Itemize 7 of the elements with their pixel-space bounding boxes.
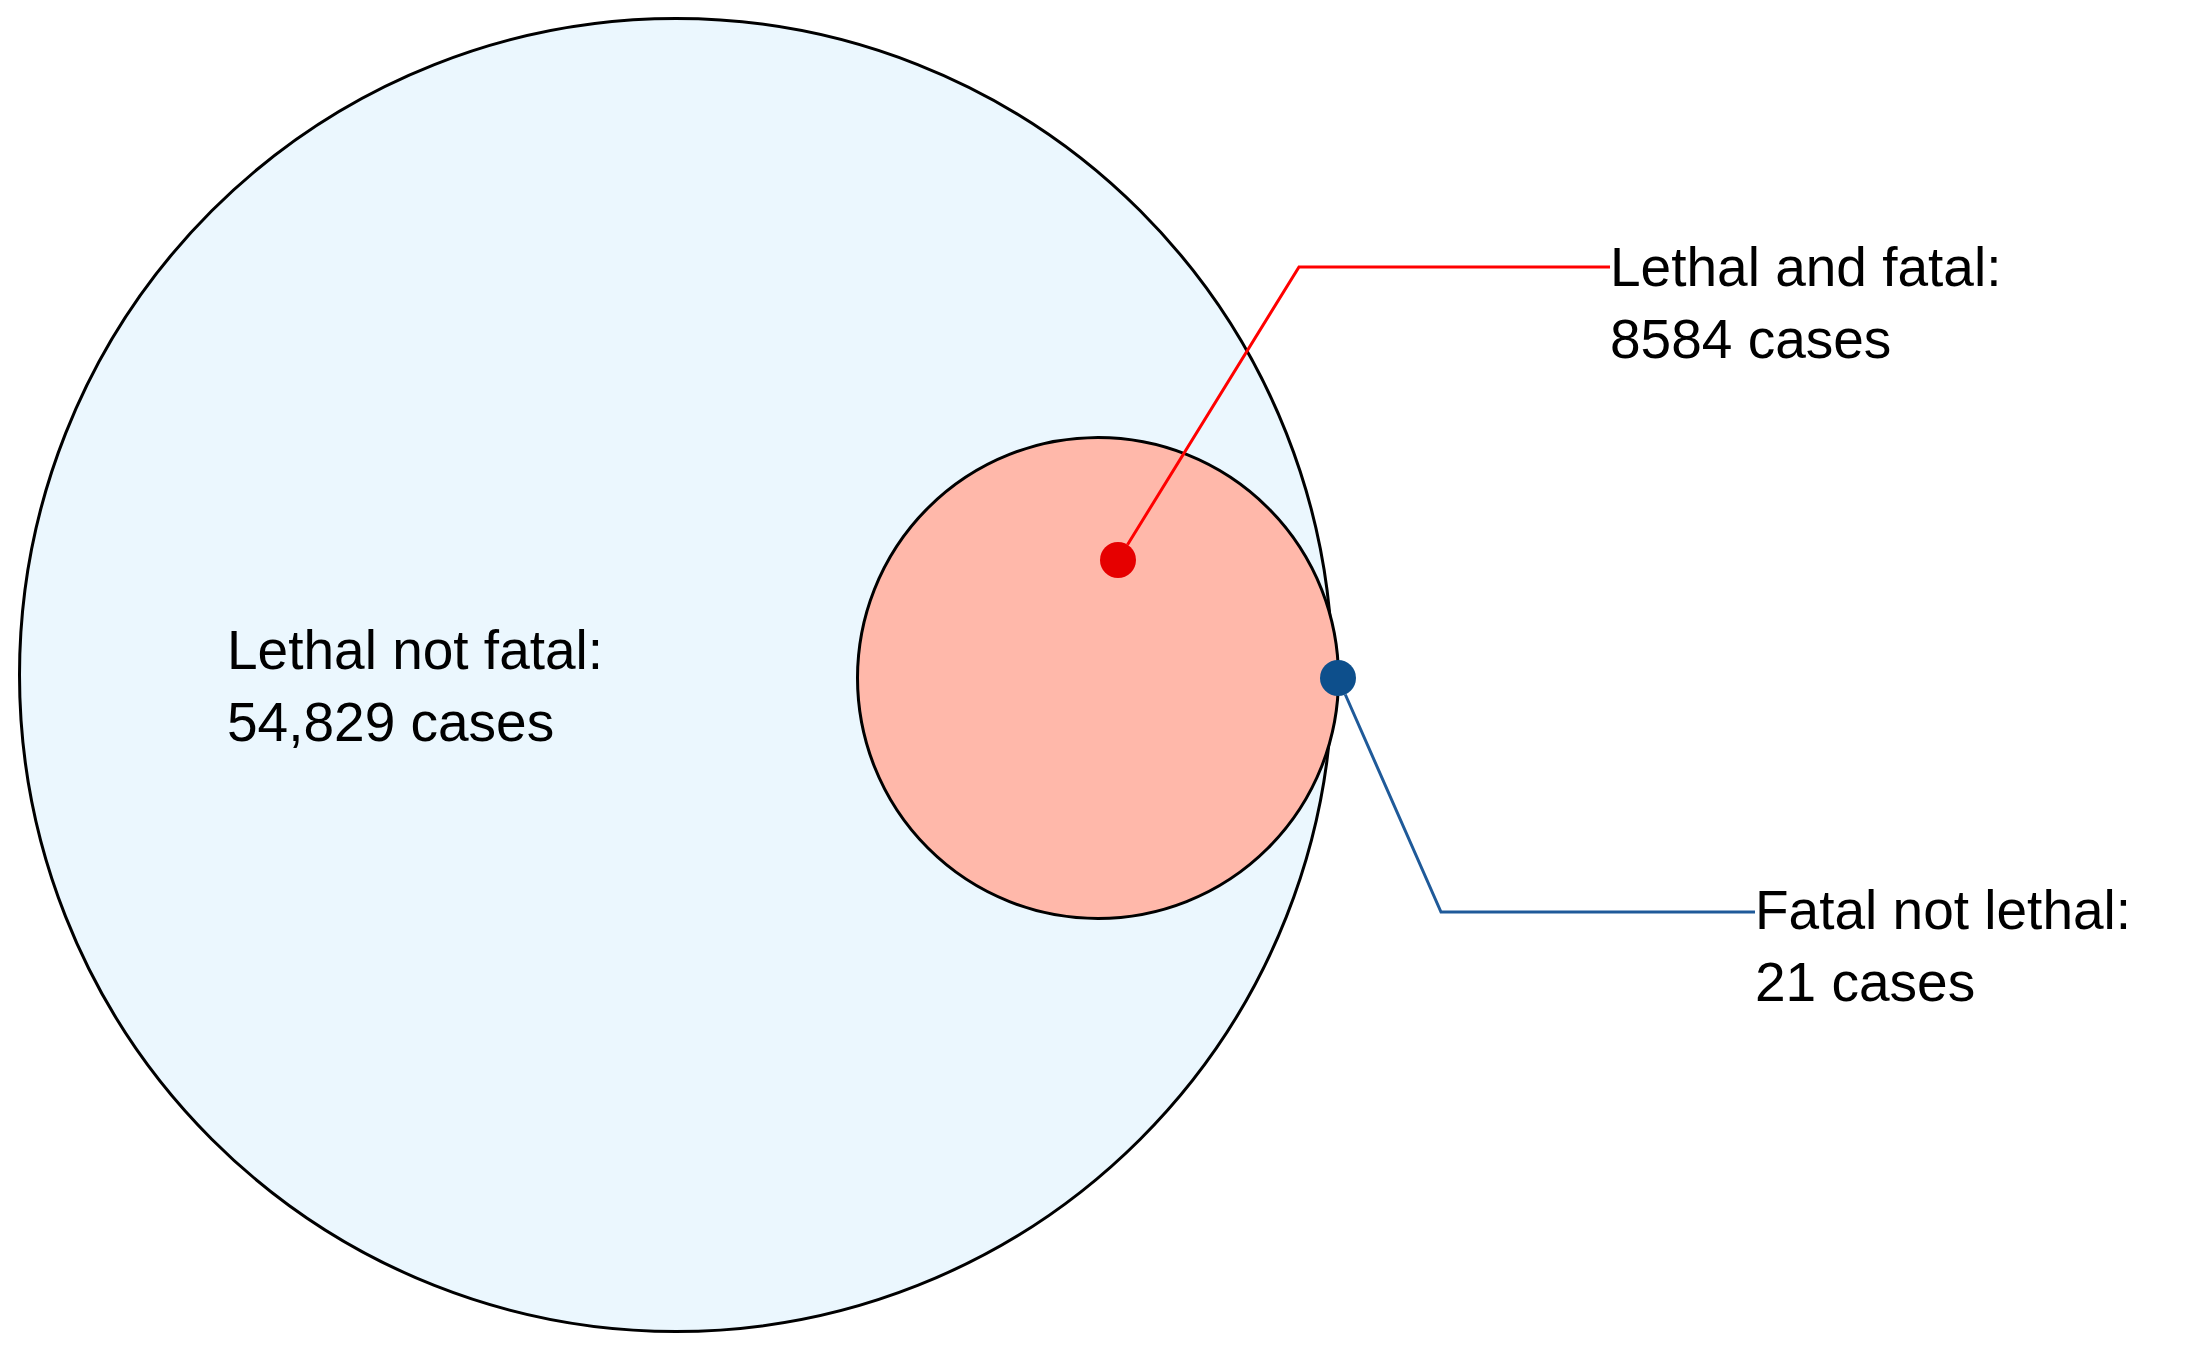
region-label: Lethal not fatal: 54,829 cases	[227, 618, 605, 755]
leader-line	[1343, 693, 1755, 914]
leader-line	[1126, 265, 1610, 546]
marker-dot	[1100, 542, 1136, 578]
callout-text: Lethal and fatal: 8584 cases	[1610, 232, 2030, 375]
marker-dot	[1320, 660, 1356, 696]
callout-text: Fatal not lethal: 21 cases	[1755, 875, 2175, 1018]
